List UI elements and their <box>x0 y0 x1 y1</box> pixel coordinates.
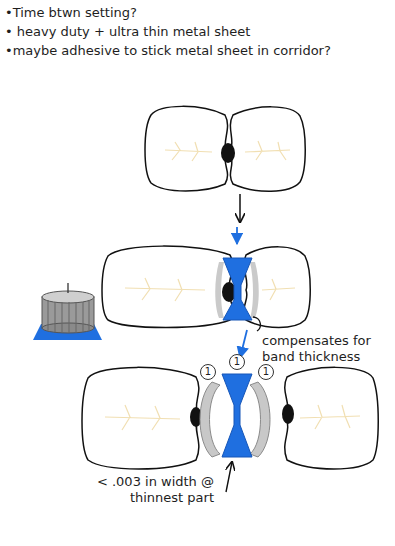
note: •maybe adhesive to stick metal sheet in … <box>5 43 335 59</box>
arrow <box>240 330 247 358</box>
arrow <box>236 227 238 244</box>
arrow <box>239 194 241 222</box>
leader-line <box>253 317 260 331</box>
metal-sheet <box>222 374 252 457</box>
contact-point <box>221 143 235 163</box>
metal-sheet <box>223 258 252 320</box>
cusp-lines <box>125 278 295 301</box>
annotation: < .003 in width @ thinnest part <box>62 474 214 507</box>
contact-point <box>282 404 294 424</box>
band-icon <box>33 283 102 340</box>
tooth <box>230 107 305 191</box>
cusp-lines <box>105 405 360 430</box>
tooth-pair <box>145 106 305 191</box>
tooth <box>102 246 233 327</box>
leader-arrow <box>226 462 232 492</box>
tooth-pair <box>102 246 310 327</box>
callout-number: 1 <box>229 354 245 370</box>
note: •Time btwn setting? <box>5 5 305 21</box>
tooth <box>285 367 379 469</box>
callout-number: 1 <box>200 364 216 380</box>
tooth <box>145 106 228 191</box>
tooth <box>244 247 310 328</box>
callout-number: 1 <box>258 364 274 380</box>
tooth <box>82 367 199 469</box>
note: • heavy duty + ultra thin metal sheet <box>5 24 390 40</box>
annotation: compensates for band thickness <box>262 333 387 366</box>
tooth-pair <box>82 367 378 469</box>
